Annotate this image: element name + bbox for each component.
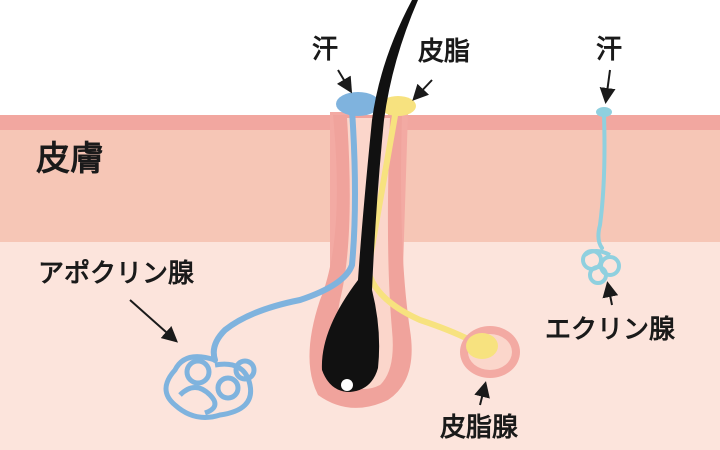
label-eccrine: エクリン腺: [545, 315, 676, 345]
apocrine-gland-coil: [163, 354, 257, 420]
arrow-sweat-right: [599, 69, 616, 104]
apocrine-duct: [210, 107, 358, 363]
sebum-duct: [364, 107, 473, 343]
hair-shaft-icon: [321, 0, 418, 392]
label-sweat-right: 汗: [596, 35, 622, 65]
sebum-pool: [380, 96, 416, 116]
arrow-apocrine: [129, 299, 178, 343]
label-skin: 皮膚: [36, 139, 104, 179]
hair-papilla: [341, 379, 353, 391]
label-sebaceous: 皮脂腺: [440, 413, 519, 443]
eccrine-gland-coil: [581, 249, 621, 285]
eccrine-duct: [596, 113, 607, 250]
sebaceous-gland-core: [466, 333, 498, 359]
sweat-pool: [336, 92, 380, 116]
label-sebum: 皮脂: [418, 37, 470, 67]
eccrine-pore: [596, 107, 612, 117]
arrow-eccrine: [602, 281, 619, 306]
label-sweat-left: 汗: [312, 35, 338, 65]
arrow-sweat-left: [336, 69, 353, 94]
arrow-sebaceous: [474, 381, 490, 406]
label-apocrine: アポクリン腺: [38, 258, 195, 289]
arrow-sebum: [412, 79, 433, 101]
